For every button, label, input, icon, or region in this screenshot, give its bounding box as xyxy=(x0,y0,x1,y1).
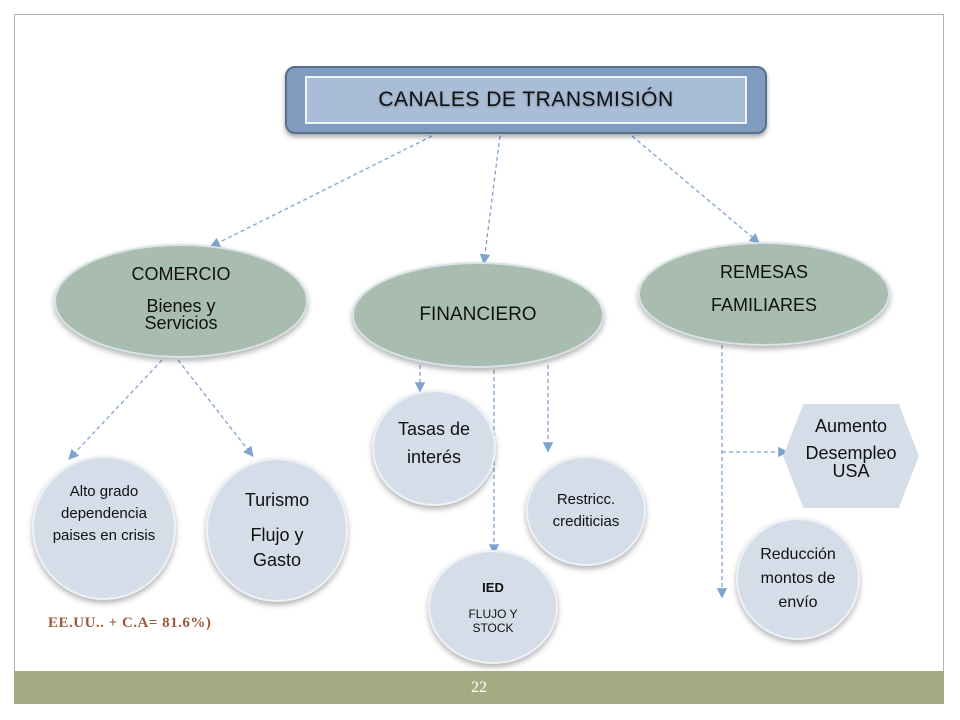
connector-comercio-altogrado xyxy=(68,359,163,460)
node-aumento-line3: USA xyxy=(832,461,870,481)
node-alto-grado-line3: paises en crisis xyxy=(52,527,156,544)
node-restricc-line2: crediticias xyxy=(552,513,620,530)
node-restricc: Restricc. crediticias xyxy=(526,456,646,566)
connector-title-financiero xyxy=(479,135,501,265)
connector-title-remesas xyxy=(631,135,760,244)
node-comercio-line1: COMERCIO xyxy=(131,264,231,284)
node-aumento-line1: Aumento xyxy=(814,416,888,436)
node-ied: IED FLUJO Y STOCK xyxy=(428,550,558,664)
node-alto-grado: Alto grado dependencia paises en crisis xyxy=(32,456,176,600)
node-turismo-line2: Flujo y xyxy=(250,524,304,545)
node-ied-line3: STOCK xyxy=(472,620,514,635)
diagram-title: CANALES DE TRANSMISIÓN xyxy=(305,76,747,124)
node-comercio-line2: Bienes y xyxy=(146,296,216,316)
node-tasas-line2: interés xyxy=(406,447,462,467)
node-remesas: REMESAS FAMILIARES xyxy=(638,242,890,346)
node-comercio-line3: Servicios xyxy=(144,313,218,333)
node-ied-line1: IED xyxy=(482,579,504,595)
node-ied-line2: FLUJO Y xyxy=(468,606,518,621)
node-turismo-line3: Gasto xyxy=(252,549,302,570)
title-box: CANALES DE TRANSMISIÓN xyxy=(285,66,767,134)
node-financiero: FINANCIERO xyxy=(352,262,604,368)
page-number: 22 xyxy=(471,678,487,696)
node-aumento-desempleo: Aumento Desempleo USA xyxy=(783,404,919,508)
node-alto-grado-line1: Alto grado xyxy=(69,483,139,500)
trade-share-note: EE.UU.. + C.A= 81.6%) xyxy=(48,615,212,631)
connector-comercio-turismo xyxy=(177,359,254,458)
node-remesas-line1: REMESAS xyxy=(719,262,809,282)
node-reduccion-line1: Reducción xyxy=(760,546,836,563)
node-tasas-line1: Tasas de xyxy=(397,419,471,439)
node-reduccion: Reducción montos de envío xyxy=(736,518,860,640)
node-alto-grado-line2: dependencia xyxy=(61,505,147,522)
node-reduccion-line3: envío xyxy=(778,594,818,611)
connector-title-comercio xyxy=(209,135,433,248)
node-financiero-label: FINANCIERO xyxy=(419,304,537,325)
node-turismo: Turismo Flujo y Gasto xyxy=(206,458,348,602)
node-restricc-line1: Restricc. xyxy=(556,491,616,508)
node-tasas: Tasas de interés xyxy=(372,390,496,506)
node-aumento-line2: Desempleo xyxy=(805,443,897,463)
node-comercio: COMERCIO Bienes y Servicios xyxy=(54,244,308,358)
node-turismo-line1: Turismo xyxy=(244,489,310,510)
node-reduccion-line2: montos de xyxy=(760,570,836,587)
footer-bar: 22 xyxy=(14,671,944,704)
node-remesas-line2: FAMILIARES xyxy=(710,295,818,315)
